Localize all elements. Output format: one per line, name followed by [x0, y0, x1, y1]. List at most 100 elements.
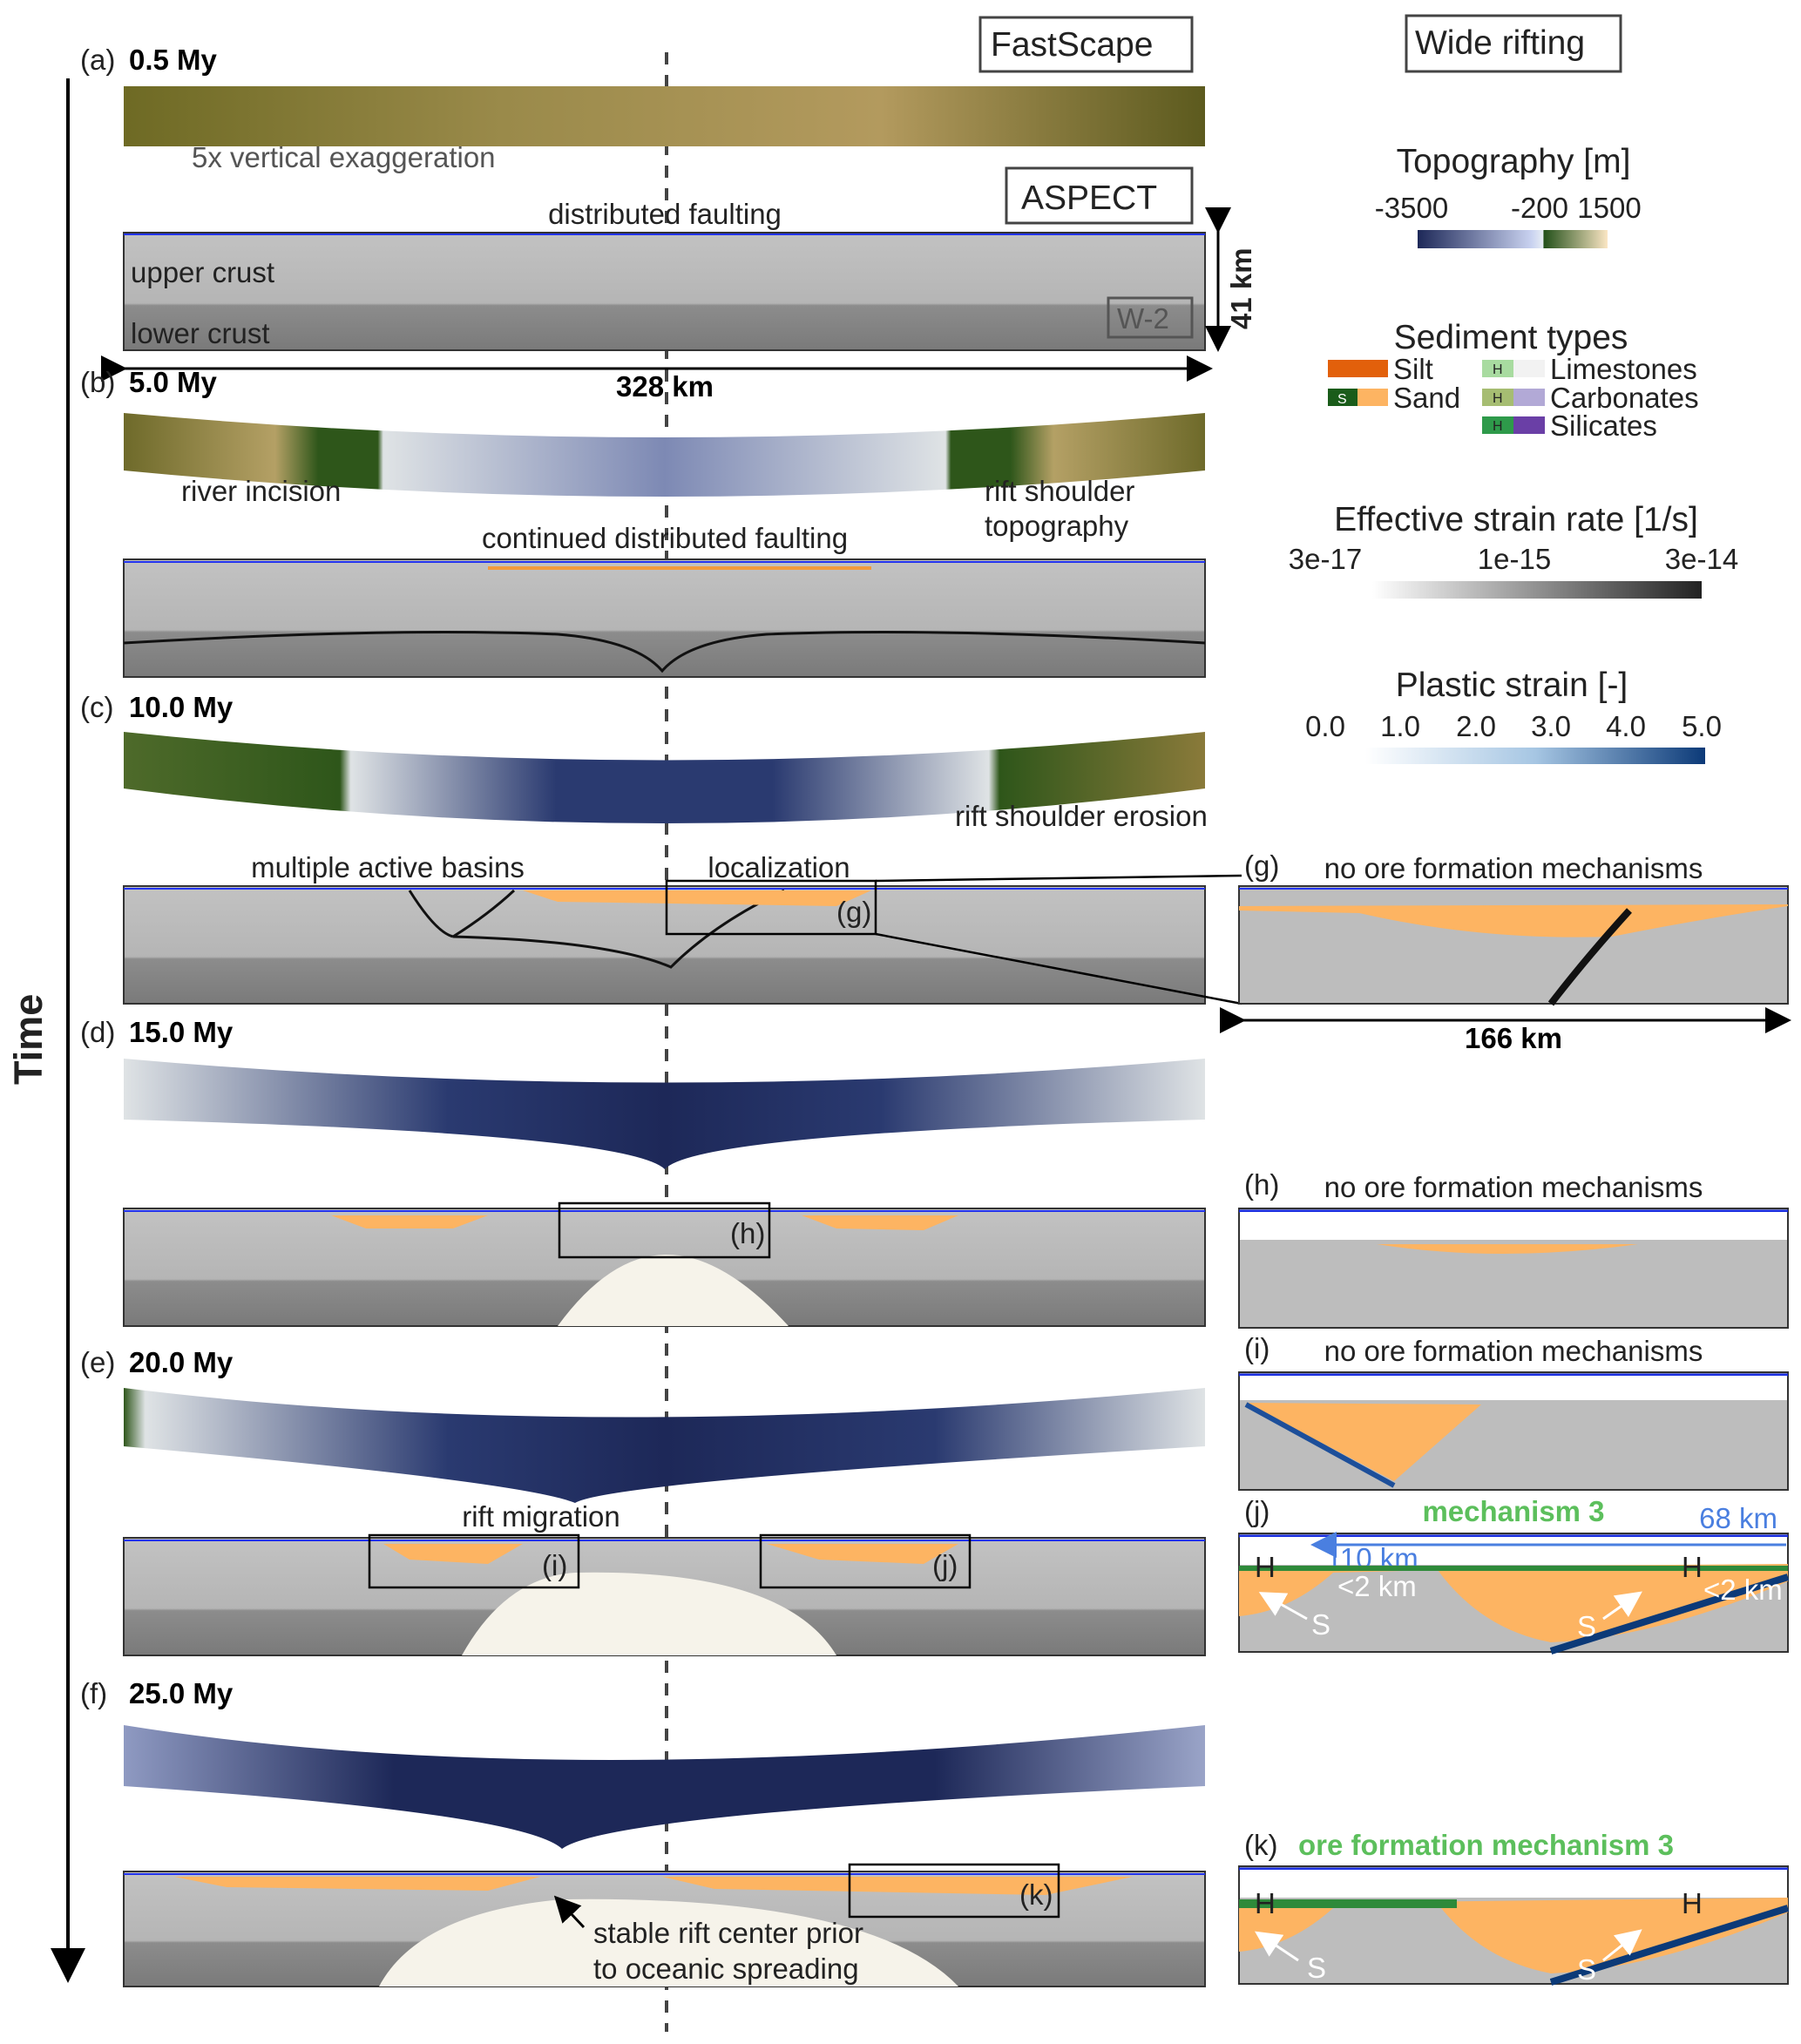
carbonate-swatch	[1513, 389, 1545, 406]
fastscape-label: FastScape	[991, 26, 1153, 64]
topography-strip-a	[124, 86, 1205, 146]
depth-label: 41 km	[1225, 247, 1257, 329]
aspect-label: ASPECT	[1021, 179, 1157, 217]
silicate-layer	[1239, 1566, 1788, 1571]
asthenosphere-dome	[379, 1898, 958, 1986]
fault-trace	[1549, 1905, 1790, 1986]
model-id-box	[1107, 296, 1194, 339]
note-river-incision: river incision	[181, 475, 341, 507]
zoom-box-k	[848, 1863, 1060, 1919]
note-stable-rift-1: stable rift center prior	[593, 1917, 863, 1949]
panel-e-age: 20.0 My	[129, 1346, 234, 1378]
zoom-j-id: (j)	[1244, 1495, 1270, 1527]
zoom-connector	[875, 874, 1242, 883]
panel-d-age: 15.0 My	[129, 1016, 234, 1048]
annotation-arrow	[1255, 1931, 1299, 1962]
silicate-layer	[1239, 1899, 1457, 1908]
silicate-swatch	[1513, 416, 1545, 434]
section-b	[123, 558, 1206, 678]
note-continued-faulting: continued distributed faulting	[482, 522, 848, 554]
panel-a-id: (a)	[80, 44, 115, 76]
note-rift-migration: rift migration	[462, 1500, 620, 1533]
panel-d-id: (d)	[80, 1016, 115, 1048]
panel-a-age: 0.5 My	[129, 44, 218, 76]
panel-f-id: (f)	[80, 1677, 107, 1709]
topography-strip-d	[124, 1059, 1205, 1169]
legend-limestones: Limestones	[1550, 353, 1697, 385]
note-topography: topography	[985, 510, 1129, 542]
topography-strip-c	[124, 732, 1205, 823]
annotation-arrow	[1602, 1929, 1642, 1962]
topography-strip-f	[124, 1725, 1205, 1849]
panel-e-id: (e)	[80, 1346, 115, 1378]
zoom-width-label: 166 km	[1465, 1022, 1562, 1054]
width-label: 328 km	[616, 370, 714, 403]
note-stable-rift-2: to oceanic spreading	[593, 1953, 859, 1985]
sr-tick-max: 3e-14	[1665, 543, 1738, 575]
limestone-swatch	[1513, 360, 1545, 377]
sediment-basin	[331, 1215, 958, 1230]
panel-f-age: 25.0 My	[129, 1677, 234, 1709]
ps-tick: 3.0	[1531, 710, 1571, 742]
plastic-strain-legend-title: Plastic strain [-]	[1396, 667, 1628, 704]
h-marker: H	[1682, 1551, 1703, 1583]
panel-b-id: (b)	[80, 366, 115, 398]
zoom-box-i	[368, 1533, 580, 1589]
zoom-g-id: (g)	[1244, 849, 1279, 882]
sand-swatch-s: S	[1337, 392, 1347, 407]
zoom-box-j	[759, 1533, 972, 1589]
annotation-arrow	[1258, 1592, 1308, 1621]
topo-tick-min: -3500	[1375, 192, 1448, 224]
ps-tick: 4.0	[1606, 710, 1646, 742]
note-localization: localization	[708, 851, 850, 883]
note-lower-crust: lower crust	[131, 317, 270, 349]
water-column	[1240, 1870, 1787, 1898]
zoom-box-g-label: (g)	[836, 896, 871, 928]
zoom-k-title: ore formation mechanism 3	[1298, 1829, 1674, 1861]
s-marker: S	[1577, 1953, 1596, 1986]
zoom-j-depth-b: <2 km	[1703, 1574, 1783, 1606]
annotation-arrow	[1602, 1591, 1642, 1621]
h-marker: H	[1255, 1887, 1276, 1919]
zoom-box-h-label: (h)	[730, 1217, 765, 1249]
topo-tick-max: 1500	[1577, 192, 1641, 224]
zoom-j-title: mechanism 3	[1422, 1495, 1604, 1527]
zoom-j-68km: 68 km	[1699, 1502, 1777, 1534]
strain-rate-legend-title: Effective strain rate [1/s]	[1334, 501, 1698, 538]
legend-silicates: Silicates	[1550, 409, 1657, 442]
sediment-basin	[523, 890, 871, 906]
ps-tick: 0.0	[1305, 710, 1345, 742]
silt-swatch	[1328, 360, 1388, 377]
topography-strip-e	[124, 1388, 1205, 1503]
wide-rifting-box	[1405, 14, 1622, 73]
aspect-box	[1005, 166, 1194, 225]
topo-tick-mid: -200	[1511, 192, 1568, 224]
sediment-basin	[383, 1544, 958, 1564]
swatch-h-label: H	[1493, 362, 1503, 377]
zoom-box-j-label: (j)	[932, 1549, 958, 1581]
fastscape-box	[978, 16, 1194, 73]
ps-tick: 5.0	[1682, 710, 1722, 742]
water-column	[1240, 1212, 1787, 1240]
swatch-h-label: H	[1493, 419, 1503, 434]
sediment-basin	[1377, 1244, 1638, 1254]
sediment-basin	[174, 1877, 1133, 1895]
note-distributed-faulting: distributed faulting	[548, 198, 782, 230]
zoom-box-k-label: (k)	[1019, 1878, 1053, 1911]
h-marker: H	[1255, 1551, 1276, 1583]
zoom-h-title: no ore formation mechanisms	[1324, 1171, 1703, 1203]
zoom-k-id: (k)	[1244, 1829, 1277, 1861]
time-label: Time	[6, 994, 51, 1085]
note-upper-crust: upper crust	[131, 256, 274, 288]
zoom-box-g	[665, 879, 877, 936]
section-a	[123, 232, 1206, 351]
s-marker: S	[1307, 1952, 1326, 1984]
sr-tick-mid: 1e-15	[1478, 543, 1551, 575]
water-column	[1240, 1537, 1787, 1565]
limestone-swatch-h	[1482, 360, 1513, 377]
sediment-basin	[1246, 1403, 1481, 1481]
sand-swatch	[1358, 389, 1388, 406]
panel-c-id: (c)	[80, 691, 113, 723]
silicate-swatch-h	[1482, 416, 1513, 434]
topography-strip-b	[124, 413, 1205, 497]
